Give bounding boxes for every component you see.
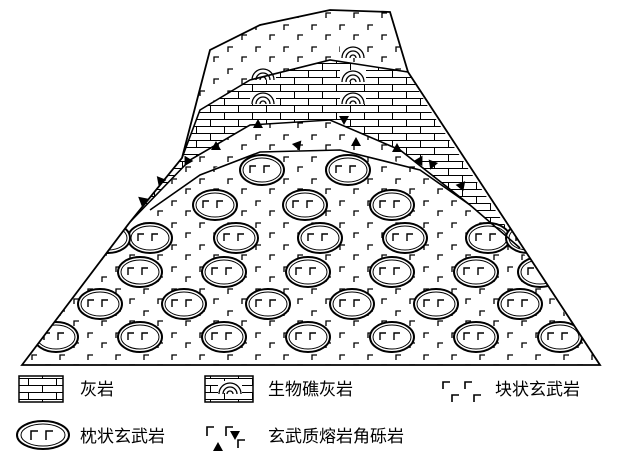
legend-label-pillow-basalt: 枕状玄武岩 (80, 427, 165, 447)
legend: 灰岩 生物礁灰岩 块状玄武岩 枕状玄武岩 玄武质熔岩角砾岩 (16, 375, 580, 451)
contact-lines (20, 9, 602, 366)
legend-item-lava-breccia: 玄武质熔岩角砾岩 (206, 426, 404, 451)
cross-section (20, 9, 602, 366)
legend-item-pillow-basalt: 枕状玄武岩 (16, 420, 165, 450)
legend-label-massive-basalt: 块状玄武岩 (495, 380, 580, 400)
massive-basalt-swatch (442, 381, 481, 402)
bioherm-reefs (250, 46, 366, 105)
limestone-swatch (18, 375, 64, 403)
legend-label-bioherm: 生物礁灰岩 (268, 380, 353, 400)
breccia-swatch (206, 426, 245, 448)
legend-item-limestone: 灰岩 (18, 375, 114, 403)
limestone-unit (130, 60, 520, 248)
legend-label-lava-breccia: 玄武质熔岩角砾岩 (268, 427, 404, 447)
pillow-swatch (16, 420, 70, 450)
legend-item-massive-basalt: 块状玄武岩 (437, 376, 580, 404)
legend-item-bioherm-limestone: 生物礁灰岩 (204, 375, 353, 403)
legend-label-limestone: 灰岩 (80, 380, 114, 400)
